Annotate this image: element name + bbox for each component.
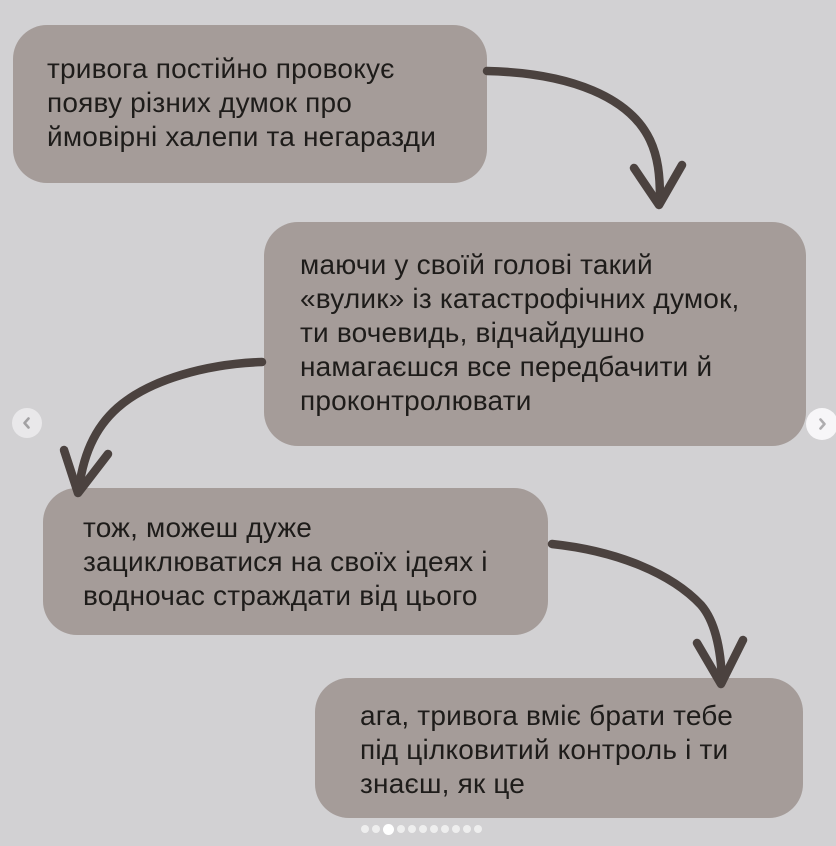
bubble-3-line-1: тож, можеш дуже [83, 512, 313, 543]
pagination-dot [361, 825, 369, 833]
pagination-dot [372, 825, 380, 833]
speech-bubble-3: тож, можеш дуже зациклюватися на своїх і… [43, 488, 548, 635]
carousel-prev-button[interactable] [12, 408, 42, 438]
carousel-next-button[interactable] [806, 408, 836, 440]
pagination-dot [441, 825, 449, 833]
pagination-dot [397, 825, 405, 833]
chevron-left-icon [20, 416, 34, 430]
pagination-dot [474, 825, 482, 833]
speech-bubble-1: тривога постійно провокує появу різних д… [13, 25, 487, 183]
bubble-1-line-2: появу різних думок про [47, 87, 353, 118]
bubble-4-line-2: під цілковитий контроль і ти [360, 734, 729, 765]
pagination-dots [361, 822, 482, 836]
bubble-3-line-3: водночас страждати від цього [83, 580, 478, 611]
chevron-right-icon [815, 417, 829, 431]
bubble-1-line-1: тривога постійно провокує [47, 53, 395, 84]
pagination-dot [463, 825, 471, 833]
pagination-dot [419, 825, 427, 833]
bubble-4-line-1: ага, тривога вміє брати тебе [360, 700, 733, 731]
curved-arrow-3-icon [547, 539, 748, 689]
bubble-2-line-1: маючи у своїй голові такий [300, 249, 653, 280]
speech-bubble-2: маючи у своїй голові такий «вулик» із ка… [264, 222, 806, 446]
bubble-3-line-2: зациклюватися на своїх ідеях і [83, 546, 488, 577]
bubble-2-line-4: намагаєшся все передбачити й [300, 351, 713, 382]
pagination-dot [408, 825, 416, 833]
pagination-dot [430, 825, 438, 833]
bubble-2-line-2: «вулик» із катастрофічних думок, [300, 283, 740, 314]
pagination-dot-active [383, 823, 394, 835]
bubble-2-line-3: ти вочевидь, відчайдушно [300, 317, 645, 348]
curved-arrow-1-icon [482, 66, 687, 210]
bubble-1-line-3: ймовірні халепи та негаразди [47, 121, 437, 152]
speech-bubble-4: ага, тривога вміє брати тебе під цілкови… [315, 678, 803, 818]
curved-arrow-2-icon [59, 357, 267, 498]
bubble-2-line-5: проконтролювати [300, 385, 532, 416]
bubble-4-line-3: знаєш, як це [360, 768, 526, 799]
pagination-dot [452, 825, 460, 833]
